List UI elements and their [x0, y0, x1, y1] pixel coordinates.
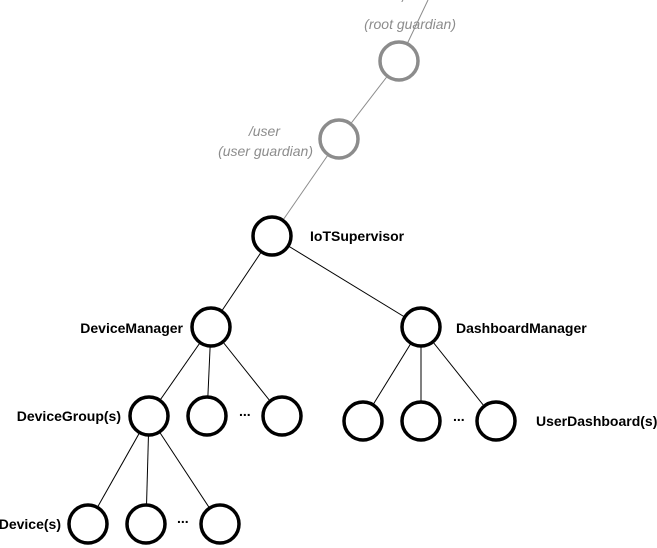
- device-group-more-ellipsis: ...: [177, 510, 189, 526]
- root-path-label: /: [402, 0, 406, 6]
- iot-supervisor-label: IoTSupervisor: [310, 228, 405, 244]
- node-dm3: [261, 395, 303, 437]
- user-dashboards-label: UserDashboard(s): [536, 413, 657, 429]
- user-guardian-label: (user guardian): [218, 143, 313, 159]
- device-manager-label: DeviceManager: [80, 320, 183, 336]
- node-user: [318, 118, 360, 160]
- dashboard-manager-more-ellipsis: ...: [453, 408, 465, 424]
- node-dev2: [125, 503, 167, 545]
- edge-dg-dev3: [148, 415, 221, 525]
- tree-nodes: [67, 40, 517, 545]
- node-dm2: [186, 395, 228, 437]
- node-dev3: [199, 503, 241, 545]
- edge-iot-dashmgr: [271, 235, 422, 328]
- tree-edges: [87, 0, 497, 525]
- node-dev1: [67, 503, 109, 545]
- node-ud1: [342, 400, 384, 442]
- node-root: [378, 40, 420, 82]
- user-path-label: /user: [248, 123, 280, 139]
- node-iot: [251, 215, 293, 257]
- node-ud3: [475, 400, 517, 442]
- node-devmgr: [190, 306, 232, 348]
- root-guardian-label: (root guardian): [364, 16, 456, 32]
- device-manager-more-ellipsis: ...: [239, 403, 251, 419]
- dashboard-manager-label: DashboardManager: [456, 320, 587, 336]
- devices-label: Device(s): [0, 516, 61, 532]
- node-dashmgr: [400, 306, 442, 348]
- node-dg: [128, 395, 170, 437]
- node-ud2: [400, 400, 442, 442]
- device-groups-label: DeviceGroup(s): [16, 408, 121, 424]
